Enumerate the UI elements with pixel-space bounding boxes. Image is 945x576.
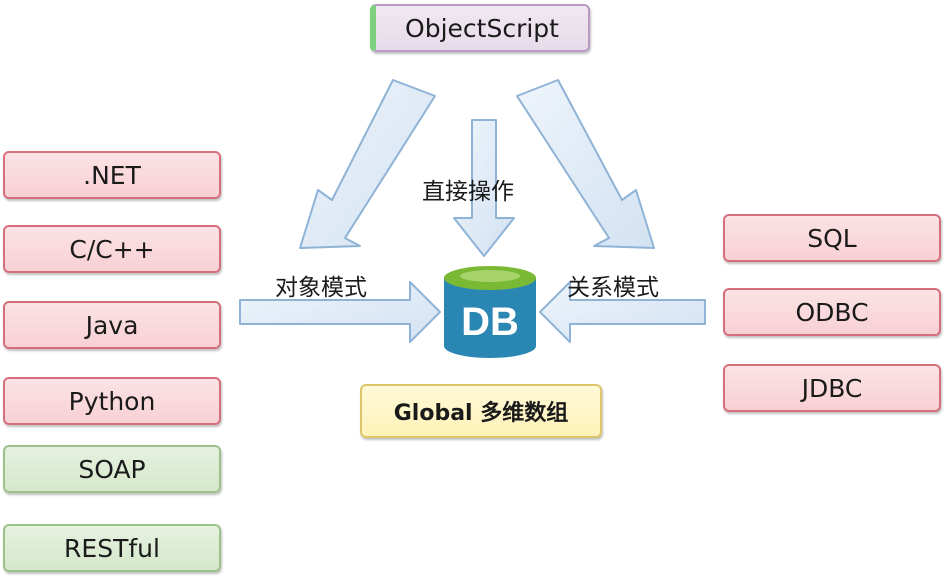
right-source-label: SQL [807, 223, 857, 253]
right-source-label: ODBC [795, 297, 869, 327]
left-source-dotnet: .NET [3, 151, 221, 199]
left-source-label: SOAP [78, 454, 146, 484]
left-source-label: C/C++ [69, 234, 155, 264]
left-source-java: Java [3, 301, 221, 349]
left-source-python: Python [3, 377, 221, 425]
arrow-relational-horizontal [539, 281, 706, 343]
arrow-direct-vertical [453, 119, 515, 257]
database-icon [444, 266, 536, 358]
objectscript-label: ObjectScript [405, 13, 559, 43]
left-source-label: Java [85, 310, 139, 340]
database-caption-box: Global 多维数组 [360, 384, 602, 438]
edge-label-direct: 直接操作 [422, 179, 514, 205]
right-source-odbc: ODBC [723, 288, 941, 336]
left-source-label: .NET [83, 160, 141, 190]
left-source-label: RESTful [64, 533, 160, 563]
arrow-relational-diagonal [516, 79, 655, 249]
database-caption: Global 多维数组 [393, 401, 569, 426]
left-source-cpp: C/C++ [3, 225, 221, 273]
edge-label-object: 对象模式 [275, 275, 367, 301]
arrow-object-horizontal [239, 281, 441, 343]
right-source-sql: SQL [723, 214, 941, 262]
database-icon-text: DB [461, 300, 519, 344]
right-source-label: JDBC [801, 373, 863, 403]
right-source-jdbc: JDBC [723, 364, 941, 412]
objectscript-box: ObjectScript [370, 4, 590, 52]
left-source-label: Python [68, 386, 156, 416]
left-source-restful: RESTful [3, 524, 221, 572]
arrow-object-diagonal [299, 79, 436, 249]
edge-label-relational: 关系模式 [567, 275, 659, 301]
left-source-soap: SOAP [3, 445, 221, 493]
